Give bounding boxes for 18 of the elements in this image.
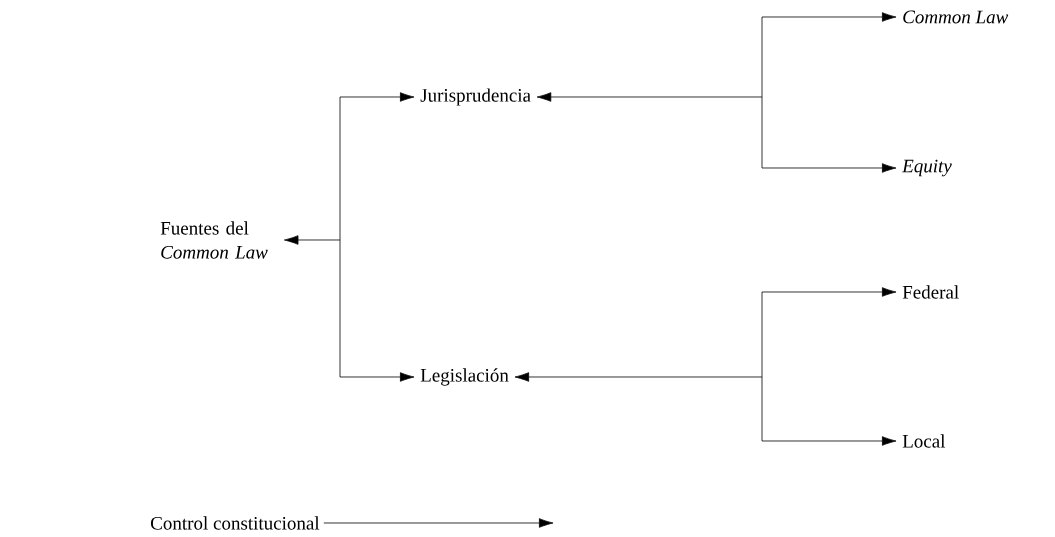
label-text: Equity (902, 159, 952, 177)
label-text: Federal (902, 285, 959, 299)
arrow (761, 376, 897, 446)
label-text: Fuentes del Common Law (160, 221, 268, 259)
label-text: Legislación (420, 368, 509, 386)
label-text: Control constitucional (151, 516, 320, 530)
arrow (761, 287, 897, 378)
label-text: Local (902, 434, 946, 448)
arrow (323, 518, 554, 528)
arrow (761, 12, 897, 98)
arrow (761, 96, 897, 173)
arrow (283, 235, 341, 245)
arrow (339, 92, 415, 241)
label-text: Jurisprudencia (420, 88, 531, 106)
arrow (339, 239, 415, 382)
arrow (514, 372, 763, 382)
label-text: Common Law (903, 10, 1009, 24)
arrow (536, 92, 763, 102)
